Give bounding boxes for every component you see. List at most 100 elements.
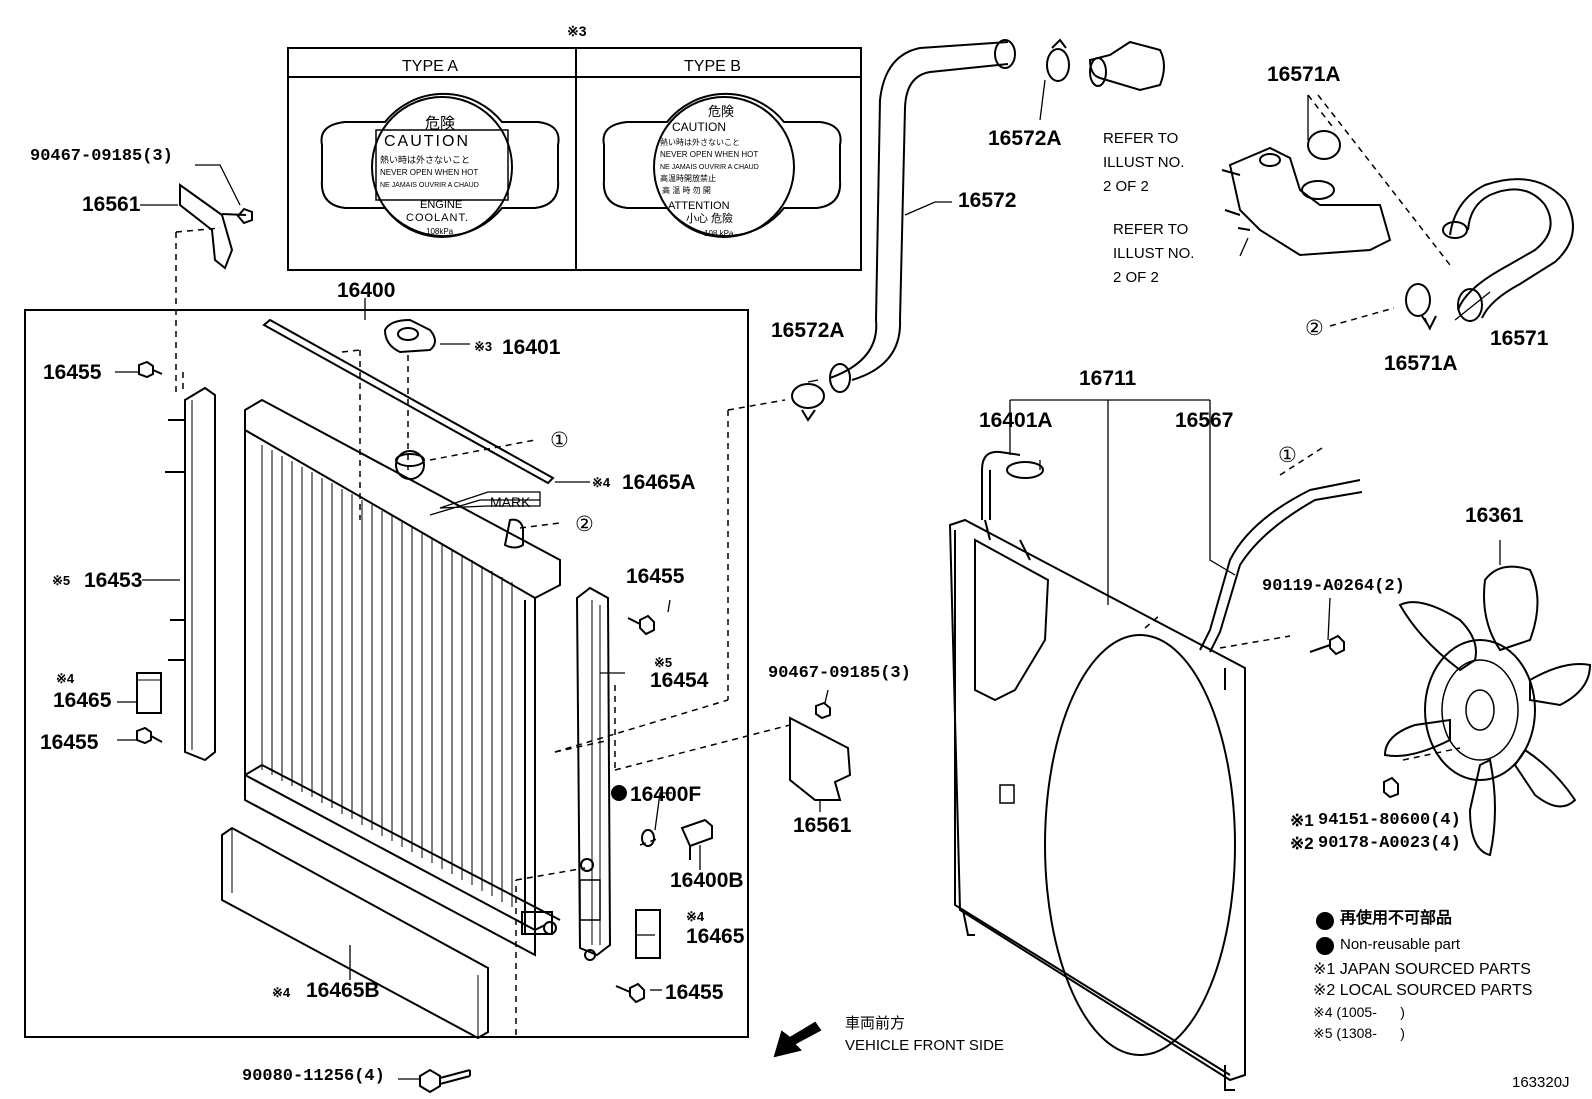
cap-b-attention-cn: 小心 危險 — [686, 211, 733, 225]
clamp-16571A-top — [1307, 130, 1341, 160]
label-16455-upper-left: 16455 — [43, 361, 102, 384]
type-b-header: TYPE B — [684, 58, 741, 75]
cap-a-pressure: 108kPa — [426, 227, 454, 236]
cap-a-line3: NE JAMAIS OUVRIR A CHAUD — [380, 182, 479, 189]
nut-94151 — [1383, 776, 1399, 799]
label-16453: 16453 — [84, 569, 143, 592]
label-16465A-note: ※4 — [592, 475, 611, 490]
label-16572A-top: 16572A — [988, 127, 1062, 150]
cap-a-coolant: COOLANT. — [406, 212, 469, 224]
cap-b-line5: 高 温 時 勿 開 — [662, 185, 711, 195]
label-16465-right: 16465 — [686, 925, 745, 948]
label-16465B-note: ※4 — [272, 985, 291, 1000]
bolt-16455-lower-right — [615, 982, 645, 1004]
legend-note-2: ※2 LOCAL SOURCED PARTS — [1313, 982, 1533, 999]
water-outlet — [1088, 40, 1165, 92]
cap-a-line1: 熱い時は外さないこと — [380, 154, 470, 165]
clamp-16572A-lower — [791, 383, 825, 422]
label-mark: MARK — [490, 494, 531, 510]
label-16567: 16567 — [1175, 409, 1234, 432]
seal-16465-left — [136, 672, 162, 714]
label-90080: 90080-11256(4) — [242, 1067, 385, 1086]
water-inlet-housing — [1221, 146, 1392, 257]
legend-note-5: ※5 (1308- ) — [1313, 1025, 1405, 1041]
label-16572: 16572 — [958, 189, 1017, 212]
cap-b-line3: NE JAMAIS OUVRIR A CHAUD — [660, 164, 759, 171]
nut-90467-right — [815, 701, 831, 720]
hose-16401A — [981, 450, 1021, 520]
hose-16572 — [829, 41, 1009, 381]
bolt-90080 — [419, 1068, 471, 1094]
label-16401-note: ※3 — [474, 339, 493, 354]
label-16465A: 16465A — [622, 471, 696, 494]
bolt-16455-upper-left — [138, 360, 163, 379]
legend-nonreuse-jp: 再使用不可部品 — [1340, 910, 1453, 927]
dashed-leaders — [175, 94, 1461, 1035]
bolt-16455-lower-left — [136, 726, 163, 745]
seal-16465-right — [635, 909, 661, 959]
label-16465B: 16465B — [306, 979, 380, 1002]
refer-note-b-line1: REFER TO — [1113, 221, 1189, 238]
cap-b-caution: CAUTION — [672, 120, 726, 134]
label-16400B: 16400B — [670, 869, 744, 892]
side-rail-16454 — [575, 586, 612, 957]
diagram-id: 163320J — [1512, 1074, 1570, 1091]
bolt-90119 — [1309, 634, 1345, 656]
radiator-core-16400 — [244, 398, 561, 957]
drain-cock-16400B — [680, 818, 713, 860]
nut-90467-left — [236, 207, 253, 225]
label-circle-1-b: ① — [1278, 444, 1297, 467]
cap-b-line2: NEVER OPEN WHEN HOT — [660, 150, 758, 159]
clamp-16571A-lower — [1405, 283, 1437, 330]
cap-b-line1: 熱い時は外さないこと — [660, 137, 740, 147]
bracket-16561-right — [789, 716, 852, 801]
radiator-cap-type-a: 危険 CAUTION 熱い時は外さないこと NEVER OPEN WHEN HO… — [320, 93, 560, 238]
label-16571A-top: 16571A — [1267, 63, 1341, 86]
cap-b-attention: ATTENTION — [668, 200, 730, 212]
fan-shroud-16711 — [948, 518, 1246, 1091]
label-16401: 16401 — [502, 336, 561, 359]
radiator-assembly-frame — [24, 309, 749, 1038]
bullet-icon — [1316, 912, 1334, 930]
label-16465-note-right: ※4 — [686, 909, 705, 924]
overflow-tube-16567 — [1199, 479, 1363, 653]
label-16571A-lower: 16571A — [1384, 352, 1458, 375]
refer-note-b-line3: 2 OF 2 — [1113, 269, 1159, 286]
vehicle-front-en: VEHICLE FRONT SIDE — [845, 1037, 1004, 1054]
label-16561-right: 16561 — [793, 814, 852, 837]
legend-note-4: ※4 (1005- ) — [1313, 1004, 1405, 1020]
label-90178: 90178-A0023(4) — [1318, 834, 1461, 853]
label-90119: 90119-A0264(2) — [1262, 577, 1405, 596]
label-16455-upper-right: 16455 — [626, 565, 685, 588]
cap-a-line2: NEVER OPEN WHEN HOT — [380, 168, 478, 177]
label-16711: 16711 — [1079, 367, 1137, 390]
type-a-header: TYPE A — [402, 58, 458, 75]
vehicle-front-arrow-icon — [773, 1021, 822, 1058]
o-ring-16400F — [641, 829, 655, 847]
label-circle-2: ② — [575, 513, 594, 536]
label-circle-2-b: ② — [1305, 317, 1324, 340]
refer-note-a-line3: 2 OF 2 — [1103, 178, 1149, 195]
label-16361: 16361 — [1465, 504, 1524, 527]
vehicle-front-jp: 車両前方 — [845, 1015, 906, 1032]
radiator-cap-type-b: 危険 CAUTION 熱い時は外さないこと NEVER OPEN WHEN HO… — [602, 93, 842, 238]
cap-b-line4: 高温時開放禁止 — [660, 173, 716, 183]
label-16401A: 16401A — [979, 409, 1053, 432]
label-16465-left: 16465 — [53, 689, 112, 712]
leader-lines — [115, 79, 1501, 1080]
cap-b-pressure: 108 kPa — [704, 229, 734, 238]
cap-a-engine: ENGINE — [420, 199, 462, 211]
bullet-icon — [1316, 937, 1334, 955]
mark-tag — [439, 491, 541, 509]
refer-note-a-line2: ILLUST NO. — [1103, 154, 1185, 171]
bracket-16561-left — [179, 183, 234, 270]
label-16453-note: ※5 — [52, 573, 71, 588]
cap-box-note: ※3 — [567, 23, 587, 39]
label-94151: 94151-80600(4) — [1318, 811, 1461, 830]
label-circle-1: ① — [550, 429, 569, 452]
refer-note-a-line1: REFER TO — [1103, 130, 1179, 147]
fan-16361 — [1383, 565, 1592, 857]
hose-16571 — [1449, 178, 1574, 319]
clamp-16572A-top — [1046, 38, 1070, 82]
